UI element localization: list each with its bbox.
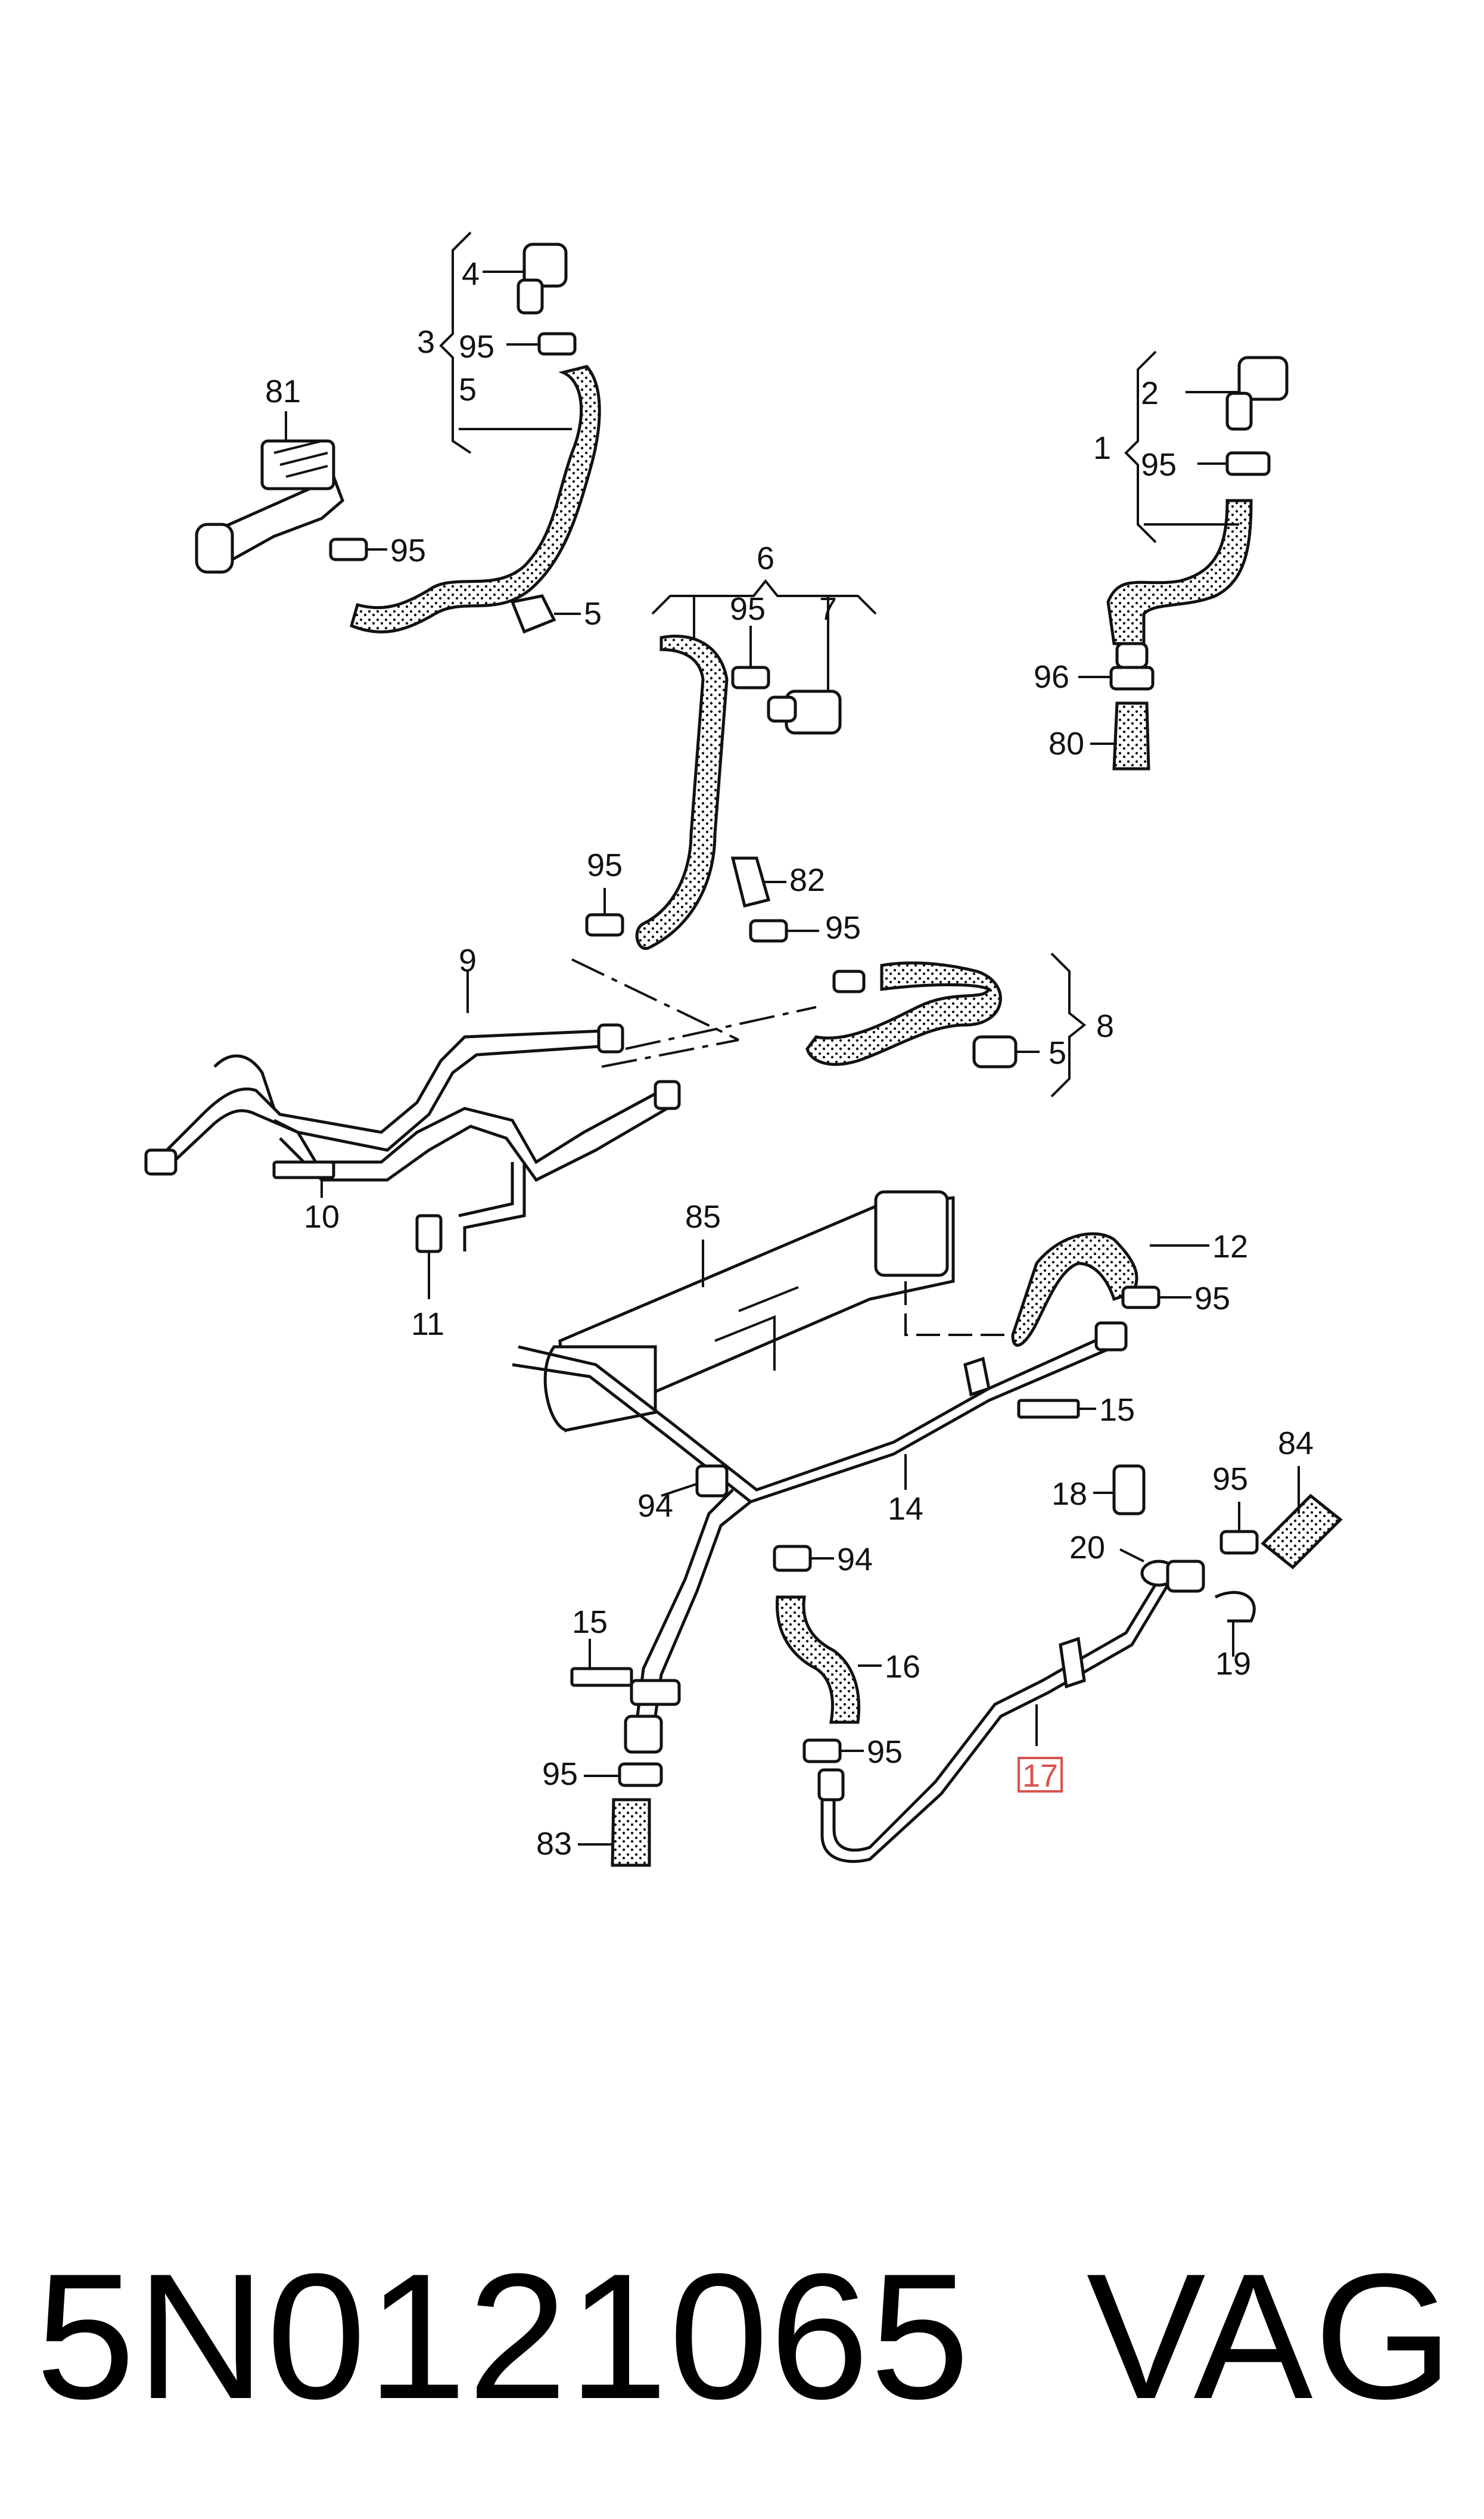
bolt-10 [272, 1160, 335, 1179]
clamp-95 [1225, 451, 1271, 476]
hose-80 [1112, 701, 1150, 771]
callout-95: 95 [542, 1756, 578, 1792]
pipe-17 [820, 1578, 1169, 1863]
callout-2: 2 [1141, 375, 1159, 411]
bolt-15 [570, 1667, 633, 1687]
clamp-95 [749, 919, 788, 943]
hose-84 [1261, 1493, 1343, 1570]
group-hose-3 [195, 231, 601, 634]
callout-95: 95 [867, 1734, 903, 1770]
clamp-95 [731, 666, 770, 689]
group-egr-cooler-85 [512, 1190, 1209, 1504]
bolt-11 [415, 1214, 443, 1253]
hose-82 [730, 856, 771, 908]
clamp-95 [802, 1738, 842, 1763]
callout-18: 18 [1051, 1476, 1087, 1512]
callout-12: 12 [1212, 1229, 1248, 1265]
brand-name: VAG [1086, 2236, 1454, 2436]
clamp-95 [1121, 1285, 1161, 1309]
callout-3: 3 [417, 324, 435, 360]
part-number: 5N0121065 [36, 2236, 971, 2436]
callout-5: 5 [1049, 1035, 1066, 1071]
hose-83 [611, 1798, 651, 1867]
callout-85: 85 [685, 1199, 721, 1235]
group-pipe-9 [144, 958, 817, 1299]
clamp-95 [585, 913, 624, 937]
group-hose-8 [730, 856, 1087, 1098]
callout-17-highlight [1018, 1757, 1063, 1793]
clip-5 [510, 594, 556, 634]
callout-15: 15 [1099, 1392, 1135, 1428]
clamp-95 [329, 538, 368, 561]
elbow-connector-4 [522, 243, 568, 288]
group-lower-pipes [570, 1464, 1343, 1867]
callout-15: 15 [572, 1604, 608, 1640]
clamp-95 [1219, 1530, 1259, 1555]
elbow-connector-2 [1237, 356, 1289, 401]
clamp-95 [537, 332, 577, 356]
callout-19: 19 [1215, 1646, 1251, 1682]
callout-4: 4 [462, 256, 480, 292]
callout-20: 20 [1069, 1530, 1105, 1566]
callout-95: 95 [825, 910, 861, 946]
callout-17: 17 [1022, 1758, 1058, 1794]
parts-diagram: 4 3 95 5 81 95 5 2 1 95 96 80 6 95 7 [144, 231, 1343, 1867]
callout-94: 94 [837, 1542, 873, 1577]
callout-14: 14 [888, 1491, 923, 1527]
spring-clip-19 [1214, 1591, 1256, 1623]
callout-95: 95 [390, 533, 426, 569]
callout-84: 84 [1278, 1425, 1314, 1461]
callout-9: 9 [459, 943, 477, 979]
callout-94: 94 [637, 1488, 673, 1524]
callout-96: 96 [1034, 659, 1069, 695]
callout-80: 80 [1049, 726, 1084, 762]
callout-95: 95 [459, 329, 494, 365]
callout-95: 95 [730, 591, 766, 627]
bolt-15 [1017, 1399, 1080, 1419]
thermostat-housing-81 [200, 474, 344, 569]
callout-95: 95 [1194, 1281, 1230, 1316]
clamp-95 [618, 1762, 663, 1787]
clamp-94 [695, 1464, 729, 1498]
callout-16: 16 [885, 1649, 920, 1685]
callout-95: 95 [587, 847, 623, 883]
callout-11: 11 [411, 1306, 444, 1342]
callout-5: 5 [584, 596, 602, 632]
callout-10: 10 [304, 1199, 340, 1235]
clamp-94 [773, 1545, 812, 1572]
callout-5: 5 [459, 372, 477, 408]
clip-5 [972, 1035, 1018, 1069]
callout-7: 7 [819, 591, 837, 627]
callout-95: 95 [1141, 447, 1177, 483]
callout-1: 1 [1093, 430, 1111, 466]
callout-6: 6 [757, 541, 774, 576]
group-hose-1 [1078, 350, 1289, 771]
group-hose-6 [585, 579, 877, 951]
callout-83: 83 [536, 1826, 572, 1862]
sensor-18 [1112, 1464, 1146, 1515]
callout-81: 81 [265, 374, 301, 409]
callout-8: 8 [1096, 1008, 1114, 1044]
callout-82: 82 [789, 862, 825, 898]
clamp-96 [1109, 666, 1155, 691]
callout-95: 95 [1212, 1461, 1248, 1497]
footer: 5N0121065 VAG [0, 2145, 1484, 2519]
clamp-95 [832, 970, 866, 993]
